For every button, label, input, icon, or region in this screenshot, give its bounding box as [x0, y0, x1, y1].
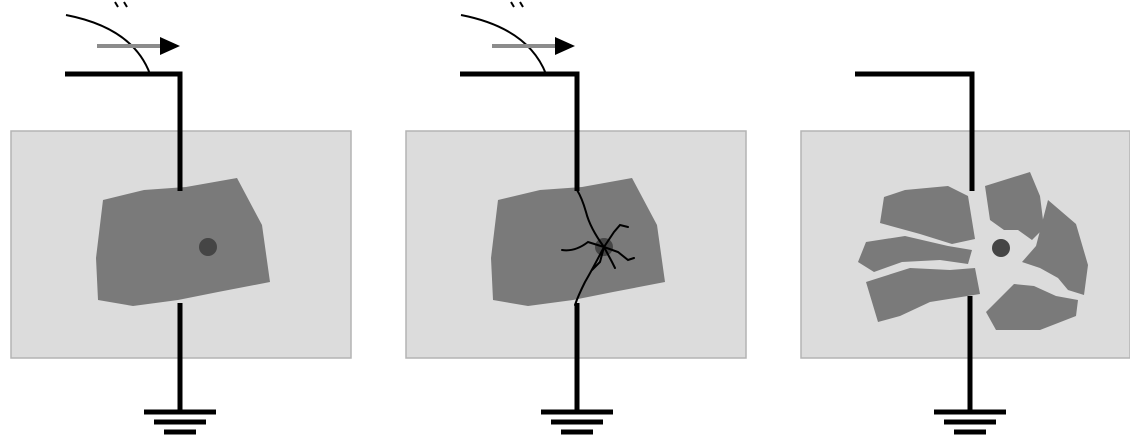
- panel-2-cracks: [561, 189, 635, 306]
- panel-1-inclusion: [199, 238, 217, 256]
- fragment-top-left: [880, 186, 975, 244]
- fragment-right: [1022, 200, 1088, 295]
- fragment-bottom-left: [866, 268, 980, 322]
- panel-3-inclusion: [992, 239, 1010, 257]
- panel-1-rock: [96, 178, 270, 306]
- panel-3-ground-icon: [934, 409, 1006, 435]
- panel-2-upper-electrode-wire: [460, 71, 580, 191]
- panel-1-pulse-arrow-icon: [65, 1, 180, 75]
- fragment-bottom-right: [986, 284, 1078, 330]
- panel-3: [800, 71, 1130, 435]
- fragment-left: [858, 236, 972, 272]
- panel-2: [405, 1, 747, 435]
- panel-3-fragments: [858, 172, 1088, 330]
- panel-1-upper-electrode-wire: [65, 71, 183, 191]
- panel-3-upper-electrode-wire: [855, 71, 975, 191]
- panel-2-rock: [491, 178, 665, 306]
- panel-1-ground-icon: [144, 409, 216, 435]
- fragment-top-right: [985, 172, 1044, 240]
- panel-2-pulse-arrow-icon: [460, 1, 575, 75]
- panel-1: [10, 1, 352, 435]
- panel-2-ground-icon: [541, 409, 613, 435]
